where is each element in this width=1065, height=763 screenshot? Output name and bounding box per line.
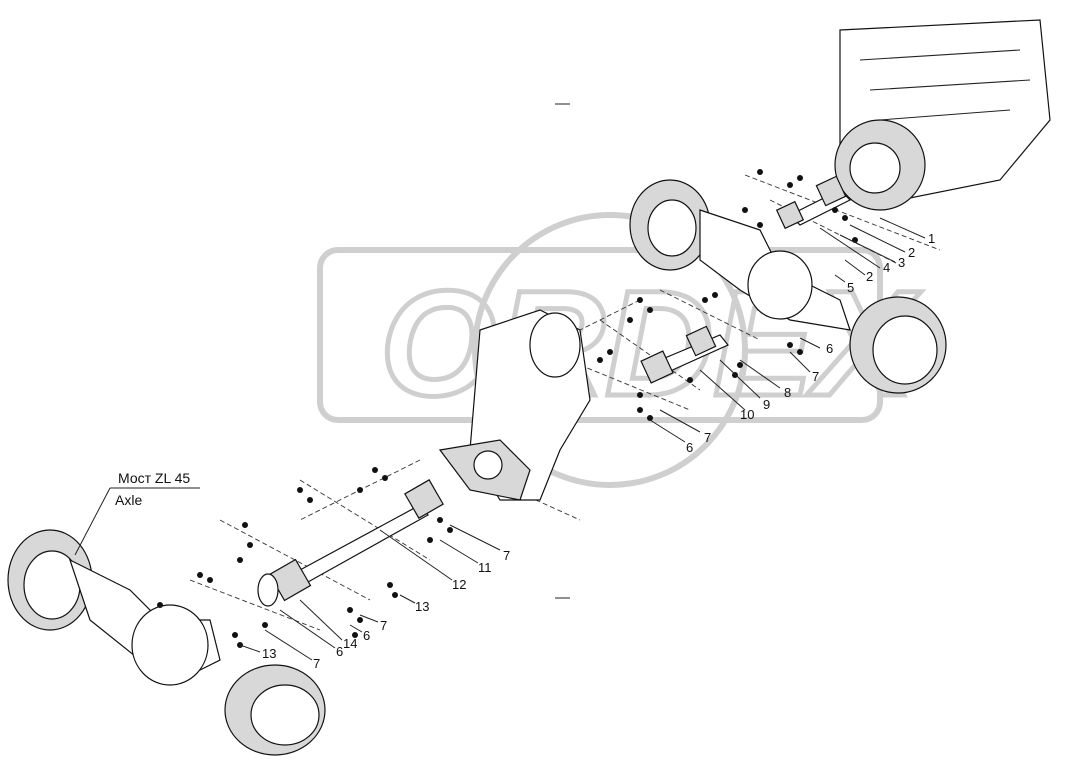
callout-2a: 2 <box>908 245 915 260</box>
callout-14: 14 <box>343 636 357 651</box>
callout-7d: 7 <box>380 618 387 633</box>
watermark: ORDEX <box>317 212 924 488</box>
callout-9: 9 <box>763 397 770 412</box>
callout-5: 5 <box>847 280 854 295</box>
callout-1: 1 <box>928 231 935 246</box>
mid-propeller-shaft <box>640 325 729 384</box>
callout-2b: 2 <box>866 269 873 284</box>
callout-13b: 13 <box>262 646 276 661</box>
callout-4: 4 <box>883 260 890 275</box>
callout-6d: 6 <box>336 644 343 659</box>
watermark-logo: ORDEX <box>380 259 921 427</box>
registration-marks <box>555 103 570 599</box>
axle-label: Мост ZL 45 Axle <box>115 470 190 508</box>
callout-7a: 7 <box>812 369 819 384</box>
gearbox <box>438 309 591 501</box>
callout-6b: 6 <box>686 440 693 455</box>
callout-13a: 13 <box>415 599 429 614</box>
callout-leader-lines <box>74 217 926 661</box>
callout-6a: 6 <box>826 341 833 356</box>
callout-6c: 6 <box>363 628 370 643</box>
callout-numbers: 1 2 3 4 2 5 6 7 8 9 10 7 6 7 11 12 13 7 … <box>262 231 935 671</box>
callout-11: 11 <box>478 560 492 575</box>
engine <box>834 19 1051 211</box>
axle-label-ru: Мост ZL 45 <box>118 470 190 486</box>
watermark-gear <box>472 212 748 488</box>
front-axle <box>629 179 947 394</box>
callout-3: 3 <box>898 255 905 270</box>
callout-10: 10 <box>740 407 754 422</box>
rear-axle-zl45 <box>7 529 326 756</box>
callout-7c: 7 <box>503 548 510 563</box>
hardware-fasteners <box>157 169 858 648</box>
callout-8: 8 <box>784 385 791 400</box>
axle-label-en: Axle <box>115 492 142 508</box>
callout-7e: 7 <box>313 656 320 671</box>
callout-7b: 7 <box>704 430 711 445</box>
front-propeller-shaft <box>775 175 852 230</box>
rear-propeller-shaft <box>257 479 444 607</box>
callout-12: 12 <box>452 577 466 592</box>
